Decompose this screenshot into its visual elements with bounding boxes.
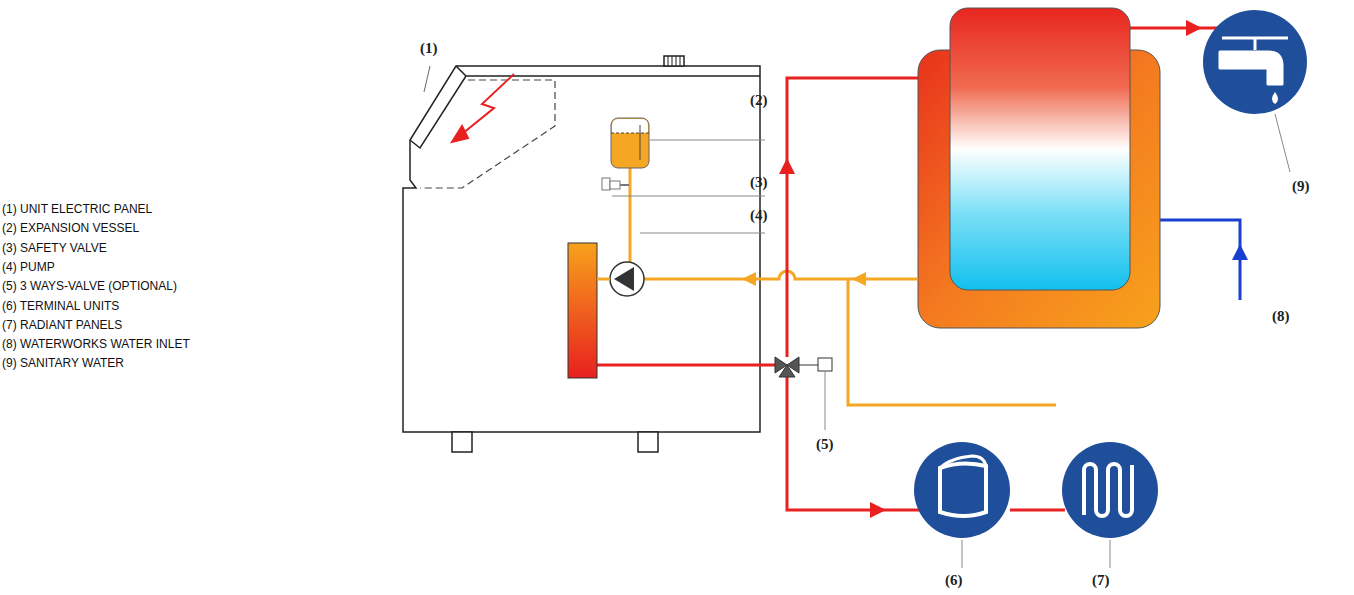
leader-line (1110, 540, 1111, 568)
callout-number: (4) (750, 207, 768, 224)
flow-arrows-part (1232, 244, 1248, 260)
electric-panel (420, 80, 555, 188)
flow-pipes-part (1010, 509, 1065, 512)
flow-pipes (597, 28, 1240, 510)
terminal-unit-icon (914, 442, 1010, 538)
storage-tank-part (950, 8, 1130, 290)
pump-part (610, 262, 644, 296)
expansion-vessel-part (640, 125, 641, 160)
leader-line (962, 540, 963, 568)
electric-bolt-part (452, 126, 468, 142)
callout-number: (9) (1292, 178, 1310, 195)
legend-key-line: (8) WATERWORKS WATER INLET (2, 337, 190, 351)
legend-key-line: (5) 3 WAYS-VALVE (OPTIONAL) (2, 279, 177, 293)
sanitary-water-icon-part (1203, 10, 1307, 114)
leader-line (424, 66, 430, 92)
legend-key-line: (2) EXPANSION VESSEL (2, 221, 139, 235)
sanitary-water-icon (1203, 10, 1307, 114)
storage-tank (918, 8, 1160, 328)
three-way-valve-part (818, 358, 832, 371)
unit-housing-part (452, 432, 472, 452)
terminal-unit-icon-part (914, 442, 1010, 538)
flow-arrows-part (870, 502, 886, 518)
callout-number: (3) (750, 174, 768, 191)
flow-arrows-part (779, 158, 795, 174)
expansion-vessel-part (611, 133, 649, 134)
legend-key-line: (4) PUMP (2, 260, 55, 274)
electric-bolt-part (462, 74, 514, 134)
flow-pipes-part (1130, 27, 1218, 30)
legend-key-line: (3) SAFETY VALVE (2, 241, 107, 255)
unit-housing (403, 56, 760, 452)
three-way-valve-part (799, 365, 818, 366)
leader-line (825, 372, 826, 430)
callout-number: (8) (1272, 308, 1290, 325)
pipe-stub (597, 278, 610, 281)
flow-pipes-part (630, 271, 917, 279)
pump-part (614, 267, 634, 291)
safety-valve-part (610, 181, 620, 189)
flow-arrows-part (1186, 20, 1202, 36)
expansion-vessel-part (612, 119, 648, 133)
flow-pipes-part (787, 78, 920, 357)
electric-bolt (452, 74, 514, 142)
callout-number: (6) (945, 572, 963, 589)
terminal-unit-icon-part (940, 463, 986, 516)
flow-pipes-part (597, 364, 779, 367)
expansion-vessel-part (611, 118, 649, 168)
radiant-panel-icon-part (1062, 442, 1158, 538)
flow-arrows-part (852, 272, 866, 286)
leader-line (612, 196, 765, 197)
leader-line (650, 140, 765, 141)
callout-number: (1) (420, 40, 438, 57)
callout-number: (7) (1092, 572, 1110, 589)
flow-arrows-part (742, 272, 756, 286)
legend-key-line: (9) SANITARY WATER (2, 356, 124, 370)
flow-pipes-part (787, 373, 920, 510)
expansion-vessel (611, 118, 649, 168)
unit-housing-part (668, 56, 680, 66)
safety-valve-part (602, 178, 610, 190)
sanitary-water-icon-part (1272, 92, 1278, 104)
radiant-panel-icon (1062, 442, 1158, 538)
unit-housing-part (403, 66, 760, 432)
safety-valve-part (620, 184, 629, 186)
sanitary-water-icon-part (1220, 38, 1288, 84)
legend-key-line: (1) UNIT ELECTRIC PANEL (2, 202, 152, 216)
callout-number: (2) (750, 92, 768, 109)
three-way-valve-part (775, 357, 799, 377)
terminal-unit-icon-part (940, 456, 986, 468)
leader-line (1275, 114, 1290, 172)
electric-panel-part (420, 80, 555, 188)
heat-exchanger (568, 243, 597, 378)
unit-housing-part (664, 56, 684, 66)
pump (610, 262, 644, 296)
three-way-valve (775, 357, 832, 377)
safety-valve (602, 178, 629, 190)
radiant-panel-icon-part (1084, 464, 1132, 516)
unit-housing-part (456, 66, 760, 76)
legend-key-line: (6) TERMINAL UNITS (2, 299, 119, 313)
callout-number: (5) (816, 436, 834, 453)
legend-key-line: (7) RADIANT PANELS (2, 318, 122, 332)
leader-line (640, 233, 765, 234)
unit-housing-part (638, 432, 658, 452)
